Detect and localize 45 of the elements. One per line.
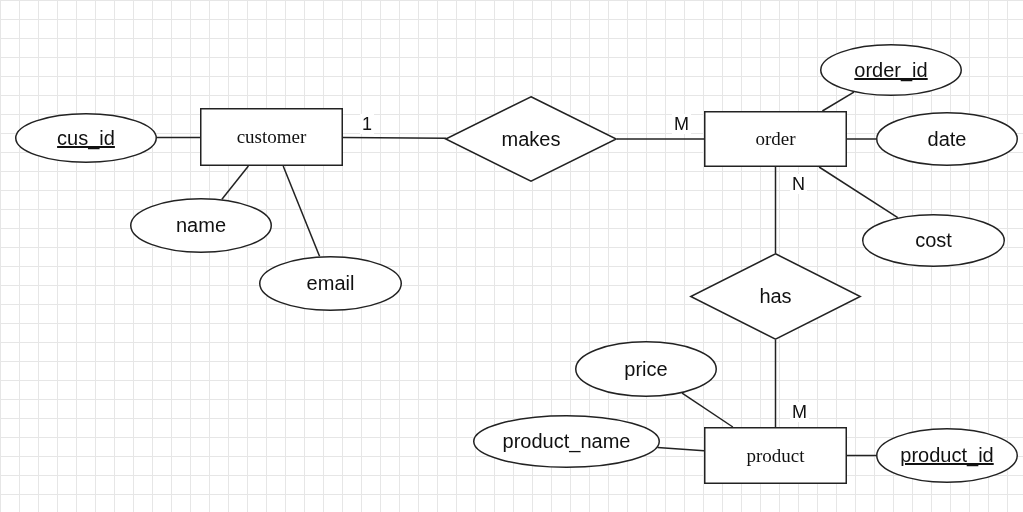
attribute-ellipse (15, 113, 157, 163)
relationship-diamond (690, 253, 861, 340)
entity-label: order (755, 128, 796, 150)
key-attribute-label: cus_id (57, 126, 115, 150)
attribute-ellipse (820, 44, 962, 96)
relationship-diamond (445, 96, 617, 182)
connector-line (774, 166, 777, 254)
cardinality-label: N (790, 174, 807, 194)
attribute-ellipse (130, 198, 272, 253)
cardinality-label: M (672, 114, 691, 134)
connector-line (616, 138, 705, 140)
attribute-ellipse (575, 341, 717, 397)
connector-line (846, 454, 877, 457)
attribute-ellipse (876, 112, 1018, 166)
connector-line (846, 138, 877, 140)
attribute-ellipse (259, 256, 402, 311)
cardinality-label: 1 (360, 114, 374, 134)
key-attribute-label: order_id (854, 58, 928, 82)
attribute-label: name (176, 214, 226, 237)
attribute-label: cost (915, 229, 952, 252)
connector-line (221, 165, 250, 200)
entity-label: customer (236, 126, 307, 148)
attribute-ellipse (473, 415, 660, 468)
connector-line (818, 166, 899, 219)
relationship-label: has (759, 285, 792, 308)
connector-line (821, 91, 855, 112)
attribute-ellipse (862, 214, 1005, 267)
connector-line (681, 392, 734, 428)
entity-box (200, 108, 343, 166)
entity-box (704, 111, 847, 167)
connector-line (774, 339, 777, 428)
entity-box (704, 427, 847, 484)
key-attribute-label: product_id (900, 444, 994, 467)
connector-line (156, 136, 201, 139)
attribute-label: date (927, 127, 967, 151)
attribute-ellipse (876, 428, 1018, 483)
connector-line (656, 446, 705, 452)
connector-line (282, 165, 321, 258)
attribute-label: email (306, 272, 355, 295)
connector-line (342, 136, 448, 140)
entity-label: product (746, 444, 805, 467)
attribute-label: product_name (502, 430, 631, 453)
relationship-label: makes (501, 127, 561, 151)
attribute-label: price (624, 357, 668, 381)
cardinality-label: M (790, 402, 809, 422)
